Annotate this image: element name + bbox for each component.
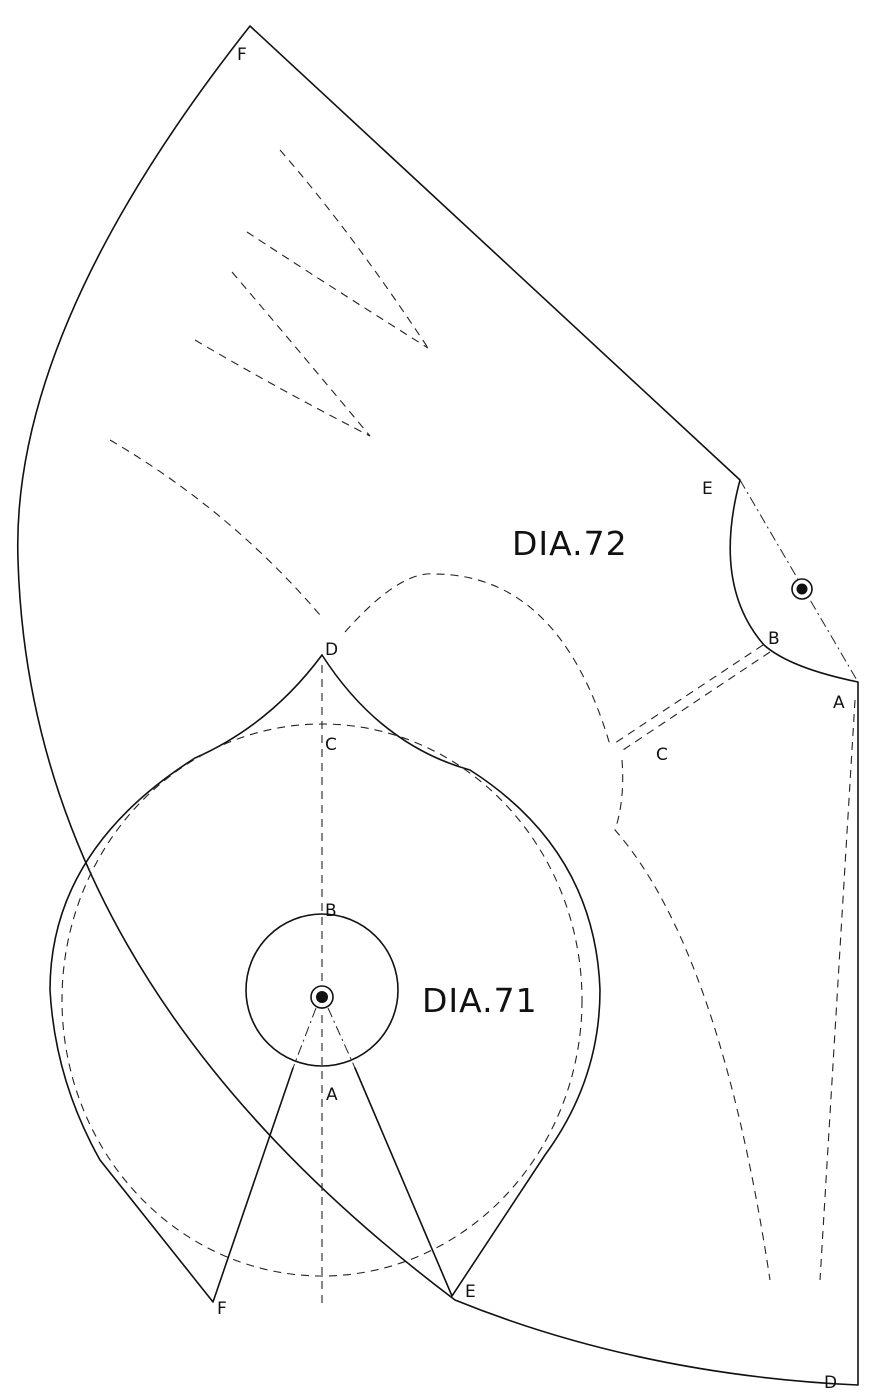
dia71-piece <box>49 654 601 1305</box>
dia72-dart-2a <box>231 271 371 437</box>
dia72-bc-line-1 <box>611 644 764 746</box>
dia71-label-f: F <box>217 1299 227 1319</box>
dia72-label-b: B <box>768 629 780 649</box>
dia72-guide-curve <box>109 439 321 616</box>
dia71-label-c: C <box>325 735 337 755</box>
dia72-label-c: C <box>656 745 668 765</box>
dia71-inner-circle <box>245 913 399 1067</box>
dia72-outline <box>16 25 859 1386</box>
dia71-label-d: D <box>325 640 338 660</box>
dia72-right-guide <box>819 699 856 1281</box>
dia72-bc-line-2 <box>619 651 771 753</box>
dia72-side-curve <box>614 759 771 1281</box>
dia72-center-line <box>739 479 859 683</box>
dia71-outline-left <box>49 654 323 1303</box>
dia72-dart-2b <box>194 339 371 437</box>
dia72-dart-1a <box>279 149 429 349</box>
dia71-label-a: A <box>326 1085 338 1105</box>
dia71-label-e: E <box>465 1282 476 1302</box>
dia71-outline <box>321 654 601 1297</box>
dia72-label-d: D <box>824 1373 837 1393</box>
dia72-dart-1b <box>246 231 429 349</box>
dia72-armhole-curve <box>344 573 611 746</box>
dia72-label-f: F <box>237 45 247 65</box>
dia72-piece <box>16 25 859 1386</box>
dia71-label-b: B <box>325 901 337 921</box>
dia71-center-dot <box>316 991 328 1003</box>
dia71-title: DIA.71 <box>422 981 538 1020</box>
dia71-center-to-e <box>327 1007 356 1069</box>
dia72-label-e: E <box>702 479 713 499</box>
dia71-center-to-f <box>292 1007 317 1069</box>
dia72-center-dot <box>796 583 808 595</box>
dia72-label-a: A <box>833 693 845 713</box>
dia72-title: DIA.72 <box>512 524 628 563</box>
